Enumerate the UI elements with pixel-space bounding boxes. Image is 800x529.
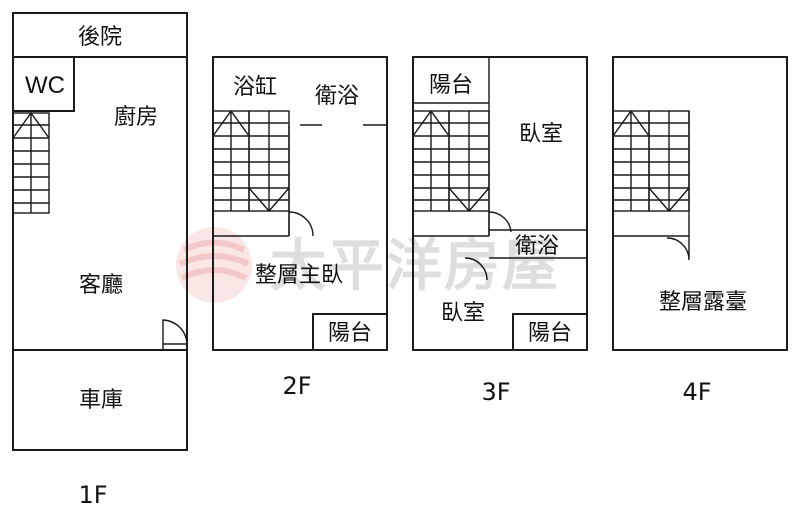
- label-backyard: 後院: [78, 25, 122, 50]
- label-balcony-2f: 陽台: [328, 321, 372, 346]
- label-garage: 車庫: [79, 388, 123, 413]
- room-balcony-2f-outline: [312, 313, 388, 351]
- door-4f: [666, 236, 690, 261]
- door-3f-bedroom: [464, 257, 488, 281]
- label-living-room: 客廳: [79, 273, 123, 298]
- room-balcony-bottom-outline: [512, 313, 588, 351]
- label-terrace: 整層露臺: [659, 290, 747, 315]
- floor-label-2f: 2F: [282, 372, 311, 400]
- staircase-2f: [212, 109, 290, 213]
- label-bedroom-3f-top: 臥室: [519, 122, 563, 147]
- watermark: 太平洋房屋: [176, 227, 558, 303]
- label-master-bedroom: 整層主臥: [255, 263, 343, 288]
- label-balcony-3f-top: 陽台: [429, 73, 473, 98]
- label-balcony-3f-bottom: 陽台: [528, 321, 572, 346]
- label-bathtub: 浴缸: [233, 75, 277, 100]
- door-2f: [288, 211, 314, 237]
- label-kitchen: 廚房: [114, 105, 158, 130]
- staircase-3f: [412, 109, 490, 213]
- floor-1f-outline: [12, 12, 188, 451]
- label-bath-3f: 衛浴: [515, 234, 559, 259]
- label-bath-2f: 衛浴: [315, 84, 359, 109]
- floor-label-4f: 4F: [682, 378, 711, 406]
- door-1f: [162, 319, 188, 350]
- floor-3f-outline: [412, 56, 588, 351]
- floor-label-3f: 3F: [481, 378, 510, 406]
- floor-2f-outline: [212, 56, 388, 351]
- floor-4f: 整層露臺 4F: [612, 56, 788, 406]
- staircase-4f: [612, 109, 690, 213]
- label-wc: WC: [25, 72, 65, 99]
- floor-3f: 陽台 臥室 衛浴 臥室 陽台 3F: [412, 56, 588, 406]
- floor-label-1f: 1F: [78, 481, 107, 509]
- staircase-1f: [12, 111, 50, 214]
- room-wc-outline: [12, 56, 75, 112]
- door-3f-bath: [488, 211, 512, 236]
- label-bedroom-3f-bottom: 臥室: [441, 301, 485, 326]
- floor-1f: 後院 WC 廚房 客廳 車庫 1F: [12, 12, 188, 509]
- floor-2f: 浴缸 衛浴 整層主臥 陽台 2F: [212, 56, 388, 400]
